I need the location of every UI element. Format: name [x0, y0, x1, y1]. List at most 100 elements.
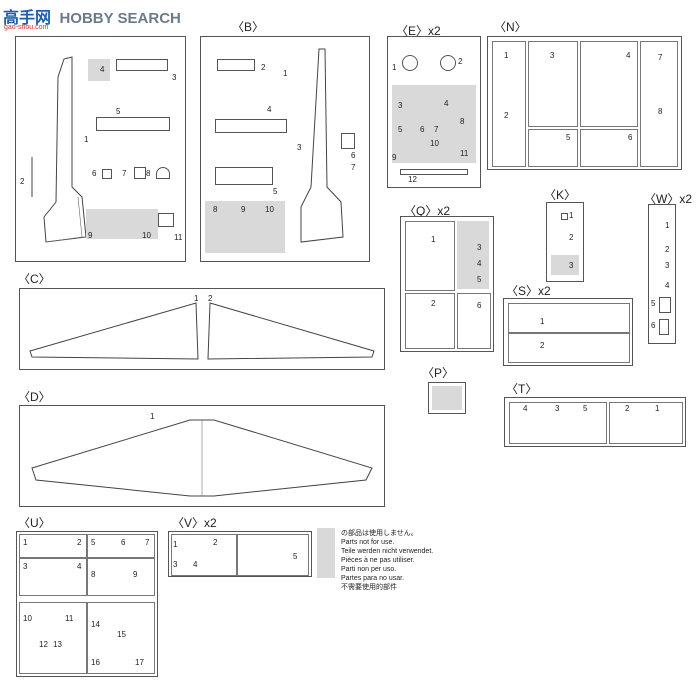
part-label-w1: 1 [665, 221, 670, 230]
part-label-w2: 2 [665, 245, 670, 254]
part-label-u16: 16 [91, 658, 100, 667]
part-label-u7: 7 [145, 538, 150, 547]
part-a9-10-shade [86, 209, 158, 239]
unused-note-es: Partes para no usar. [341, 575, 405, 582]
sprue-label-d: 〈D〉 [18, 390, 51, 404]
part-label-b6: 6 [351, 151, 356, 160]
part-label-a11: 11 [174, 233, 183, 242]
part-label-q5: 5 [477, 275, 482, 284]
part-u8-9-cell [87, 558, 155, 596]
sprue-p [428, 382, 466, 414]
part-a8 [156, 167, 170, 179]
part-label-u13: 13 [53, 640, 62, 649]
sprue-q: 1 2 3 4 5 6 [400, 216, 494, 352]
sprue-k: 1 2 3 [546, 202, 584, 282]
part-k3-shade [551, 255, 579, 275]
part-label-u11: 11 [65, 614, 74, 623]
part-a5 [96, 117, 170, 131]
unused-note-it: Parti non per uso. [341, 566, 397, 573]
part-label-w5: 5 [651, 299, 656, 308]
part-label-u6: 6 [121, 538, 126, 547]
part-label-u1: 1 [23, 538, 28, 547]
part-label-k1: 1 [569, 211, 574, 220]
part-label-b4: 4 [267, 105, 272, 114]
sprue-label-b: 〈B〉 [232, 20, 265, 34]
part-n7-8-cell [640, 41, 678, 167]
unused-note-en: Parts not for use. [341, 539, 395, 546]
part-t12-cell [609, 402, 683, 444]
part-label-c2: 2 [208, 294, 213, 303]
part-label-c1: 1 [194, 294, 199, 303]
unused-note-ja: の部品は使用しません。 [341, 530, 418, 537]
part-label-a5: 5 [116, 107, 121, 116]
part-label-b10: 10 [265, 205, 274, 214]
part-label-q4: 4 [477, 259, 482, 268]
part-label-b5: 5 [273, 187, 278, 196]
sprue-c: 1 2 [19, 288, 385, 370]
part-label-v2: 2 [213, 538, 218, 547]
part-v5-cell [237, 534, 309, 576]
sprue-label-t: 〈T〉 [506, 382, 538, 396]
part-a3 [116, 59, 168, 71]
part-q6-cell [457, 293, 491, 349]
part-e3-11-shade [392, 85, 476, 163]
part-label-e5: 5 [398, 125, 403, 134]
part-a6 [102, 169, 112, 179]
part-label-u5: 5 [91, 538, 96, 547]
part-label-u9: 9 [133, 570, 138, 579]
part-n6-cell [580, 129, 638, 167]
part-v1-4-cell [171, 534, 237, 576]
watermark-logo: 高手网 HOBBY SEARCH [3, 4, 181, 28]
sprue-label-s: 〈S〉x2 [506, 284, 551, 298]
part-label-a3: 3 [172, 73, 177, 82]
part-u5-7-cell [87, 534, 155, 558]
unused-note-fr: Pièces à ne pas utiliser. [341, 557, 415, 564]
part-label-u3: 3 [23, 562, 28, 571]
part-label-d1: 1 [150, 412, 155, 421]
sprue-a: 1 2 3 4 5 6 7 8 9 10 11 [15, 36, 186, 262]
part-label-n1: 1 [504, 51, 509, 60]
part-label-t5: 5 [583, 404, 588, 413]
part-t345-cell [509, 402, 607, 444]
part-label-s2: 2 [540, 341, 545, 350]
part-label-k3: 3 [569, 261, 574, 270]
sprue-label-v: 〈V〉x2 [172, 516, 217, 530]
part-label-n7: 7 [658, 53, 663, 62]
part-label-u2: 2 [77, 538, 82, 547]
sprue-label-c: 〈C〉 [18, 272, 51, 286]
unused-parts-swatch [317, 528, 335, 578]
part-s2-cell [508, 333, 630, 363]
part-label-e8: 8 [460, 117, 465, 126]
part-u3-4-cell [19, 558, 87, 596]
part-label-w3: 3 [665, 261, 670, 270]
sprue-w: 1 2 3 4 5 6 [648, 204, 676, 344]
part-b2 [217, 59, 255, 71]
part-e2 [440, 55, 456, 71]
part-label-a4: 4 [100, 65, 105, 74]
part-label-e10: 10 [430, 139, 439, 148]
fuselage-half-b [300, 48, 344, 243]
part-label-b7: 7 [351, 163, 356, 172]
part-label-t3: 3 [555, 404, 560, 413]
part-label-b8: 8 [213, 205, 218, 214]
part-label-w6: 6 [651, 321, 656, 330]
sprue-n: 1 2 3 4 5 6 7 8 [487, 36, 682, 170]
part-a7 [134, 167, 146, 179]
part-label-v4: 4 [193, 560, 198, 569]
sprue-v: 1 2 3 4 5 [168, 531, 312, 577]
part-label-v1: 1 [173, 540, 178, 549]
part-s1-cell [508, 303, 630, 333]
part-p-shade [432, 386, 462, 410]
part-a4-shade [88, 59, 110, 81]
part-b6 [341, 133, 355, 149]
unused-parts-note: の部品は使用しません。 Parts not for use. Teile wer… [341, 529, 433, 592]
part-label-u4: 4 [77, 562, 82, 571]
part-w6 [659, 319, 669, 335]
part-n3-cell [528, 41, 578, 127]
sprue-label-w: 〈W〉x2 [644, 192, 693, 206]
part-label-n3: 3 [550, 51, 555, 60]
part-label-q6: 6 [477, 301, 482, 310]
part-label-k2: 2 [569, 233, 574, 242]
part-n5-cell [528, 129, 578, 167]
part-label-u8: 8 [91, 570, 96, 579]
